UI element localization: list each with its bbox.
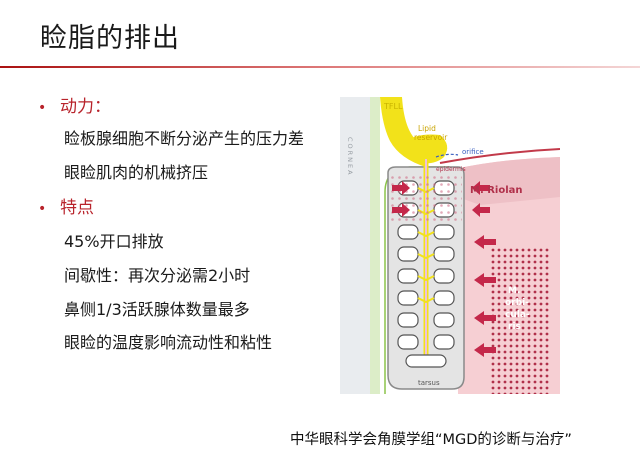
title-divider bbox=[0, 66, 640, 68]
text-line: 45%开口排放 bbox=[64, 232, 164, 251]
label-tfll: TFLL bbox=[383, 102, 403, 111]
svg-text:cula-: cula- bbox=[505, 310, 530, 320]
source-citation: 中华眼科学会角膜学组“MGD的诊断与治疗” bbox=[290, 432, 572, 448]
label-orbicularis: M. orbi- cula- ris bbox=[505, 286, 530, 332]
text-line: 睑板腺细胞不断分泌产生的压力差 bbox=[64, 129, 305, 148]
orifice-marker bbox=[435, 153, 459, 158]
text-line: 眼睑肌肉的机械挤压 bbox=[64, 163, 209, 182]
label-riolan: M. Riolan bbox=[470, 185, 523, 196]
riolan-region bbox=[455, 157, 560, 205]
compression-arrows-left bbox=[392, 181, 410, 217]
conjunctiva-strip bbox=[370, 97, 380, 394]
riolan-muscle-dots bbox=[390, 175, 462, 223]
bullet-features: • 特点 bbox=[38, 193, 94, 218]
orbicularis-dots bbox=[490, 247, 550, 394]
text-line: 间歇性：再次分泌需2小时 bbox=[64, 266, 251, 285]
bullet-dot-icon: • bbox=[38, 201, 47, 217]
label-epidermis: epidermis bbox=[436, 166, 466, 173]
bullet-driving-force: • 动力： bbox=[38, 92, 111, 117]
label-cornea: CORNEA bbox=[346, 137, 354, 177]
label-lipid-1: Lipid bbox=[418, 124, 436, 133]
bullet-heading: 特点 bbox=[60, 198, 94, 218]
bullet-dot-icon: • bbox=[38, 100, 47, 116]
svg-text:orbi-: orbi- bbox=[505, 298, 529, 308]
bullet-heading: 动力： bbox=[60, 97, 111, 117]
text-line: 鼻侧1/3活跃腺体数量最多 bbox=[64, 300, 250, 319]
skin-line bbox=[439, 148, 561, 164]
lipid-reservoir bbox=[400, 134, 448, 164]
meibomian-gland-diagram: TFLL CORNEA Lipid reservoir orifice epid… bbox=[340, 97, 561, 394]
svg-text:ris: ris bbox=[508, 322, 521, 332]
text-line: 眼睑的温度影响流动性和粘性 bbox=[64, 333, 273, 352]
cornea-strip bbox=[340, 97, 370, 394]
label-lipid-2: reservoir bbox=[414, 133, 448, 142]
svg-text:M.: M. bbox=[508, 286, 520, 296]
label-orifice: orifice bbox=[462, 148, 484, 156]
compression-arrows-right bbox=[472, 181, 496, 357]
label-tarsus: tarsus bbox=[418, 379, 440, 387]
slide-title: 睑脂的排出 bbox=[40, 23, 180, 54]
